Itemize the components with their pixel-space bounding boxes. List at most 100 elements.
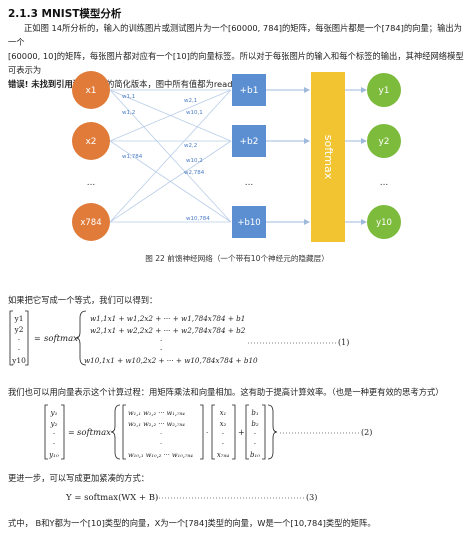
equation-1: y1 y2 · · y10 = softmax w1,1x1 + w1,2x2 … [9,310,349,366]
eq2-w-dot1: · [160,430,162,438]
section-title: 2.1.3 MNIST模型分析 [8,8,122,20]
output-ellipsis: ... [380,178,389,188]
text-equation-intro: 如果把它写成一个等式，我们可以得到： [8,295,158,305]
equation-2: y₁ y₂ · · y₁₀ = softmax w₁,₁ w₁,₂ ··· w₁… [44,404,372,460]
eq2-b-bracket-close [262,404,266,460]
eq1-lhs-y2: y2 [13,325,23,334]
weight-label: w10,784 [186,216,210,222]
eq1-lhs-dot2: · [18,345,20,354]
input-node-x1 [72,71,110,109]
text-vector-intro: 我们也可以用向量表示这个计算过程：用矩阵乘法和向量相加。这有助于提高计算效率。（… [8,387,444,397]
eq1-row-dot2: · [160,345,162,354]
output-node-y2 [367,124,401,158]
text-variable-description: 式中， B和Y都为一个[10]类型的向量，X为一个[784]类型的向量，W是一个… [8,518,376,528]
eq2-func: softmax [77,428,111,438]
intro-paragraph: 正如图 14所分析的，输入的训练图片或测试图片为一个[60000, 784]的矩… [8,21,466,91]
input-ellipsis: ... [87,178,96,188]
eq2-equals: = [68,428,75,437]
reference-error-text: 错误! 未找到引用源。 [8,79,90,89]
eq1-lhs-dot1: · [18,335,20,344]
eq2-b1: b₁ [251,409,258,417]
softmax-label: softmax [322,135,335,180]
eq2-lhs-dot1: · [53,429,55,438]
output-label-y2: y2 [378,137,389,147]
eq2-times: · [206,429,208,437]
eq1-lhs-y1: y1 [13,314,23,323]
eq2-brace-open [110,404,121,460]
eq1-equals: = [34,334,41,343]
weight-label: w10,1 [186,110,203,116]
input-node-x2 [72,122,110,160]
weight-label: w2,784 [184,170,205,176]
input-label-x1: x1 [85,86,96,96]
eq1-row-2: w2,1x1 + w2,2x2 + ··· + w2,784x784 + b2 [90,326,246,335]
bias-node-b2 [232,125,266,157]
eq1-lhs-y10: y10 [11,356,26,365]
eq1-number: (1) [338,338,349,347]
eq1-row-10: w10,1x1 + w10,2x2 + ··· + w10,784x784 + … [84,356,258,365]
eq2-b-bracket-open [245,404,249,460]
intro-line-3: 所示的简化版本，图中所有值都为read value。 [89,79,267,89]
input-label-x2: x2 [85,137,96,147]
eq2-lhs-bracket-close [61,404,65,460]
output-node-y10 [367,205,401,239]
text-compact-intro: 更进一步，可以写成更加紧凑的方式： [8,473,150,483]
bias-label-b1: +b1 [240,86,259,96]
eq2-x-bracket-close [232,404,236,460]
eq2-x2: x₂ [220,420,227,428]
weight-label: w1,784 [122,154,143,160]
eq2-b2: b₂ [251,420,258,428]
eq2-x1: x₁ [220,409,227,417]
output-node-y1 [367,73,401,107]
eq2-lhs-y2: y₂ [50,419,58,428]
eq2-x-bracket-open [211,404,215,460]
eq2-lhs-y10: y₁₀ [48,450,59,459]
eq1-left-bracket-open [9,310,13,366]
equation-3: Y = softmax(WX + B) (3) [65,492,317,503]
eq2-b-dot1: · [254,430,256,438]
eq1-row-1: w1,1x1 + w1,2x2 + ··· + w1,784x784 + b1 [90,314,245,323]
weight-label: w2,1 [184,98,197,104]
eq2-x784: x₇₈₄ [217,451,230,459]
eq2-plus: + [238,428,245,437]
eq1-row-dot1: · [160,336,162,345]
eq2-b-dot2: · [254,440,256,448]
eq2-x-dot2: · [222,440,224,448]
eq2-lhs-dot2: · [53,439,55,448]
edge-x1-b0 [109,89,232,142]
eq2-w-row1: w₁,₁ w₁,₂ ··· w₁,₇₈₄ [128,409,185,417]
weight-label: w2,2 [184,143,197,149]
output-label-y10: y10 [376,218,392,228]
eq3-formula: Y = softmax(WX + B) [65,492,158,503]
eq2-x-dot1: · [222,430,224,438]
intro-line-2: [60000, 10]的矩阵，每张图片都对应有一个[10]的向量标签。所以对于每… [8,51,464,75]
eq1-brace [75,310,87,366]
eq2-number: (2) [361,428,372,437]
edge-x2-b1 [109,140,232,223]
weight-labels: w1,1w2,1w10,1w1,2w2,2w10,2w1,784w2,784w1… [122,94,210,222]
eq1-left-bracket-close [25,310,29,366]
eq2-w-dot2: · [160,440,162,448]
softmax-bar [311,72,345,242]
eq2-w-row10: w₁₀,₁ w₁₀,₂ ··· w₁₀,₇₈₄ [128,451,193,459]
neural-network-diagram: w1,1w2,1w10,1w1,2w2,2w10,2w1,784w2,784w1… [72,71,401,242]
weight-label: w10,2 [186,158,203,164]
output-label-y1: y1 [378,86,389,96]
eq2-b10: b₁₀ [250,451,260,459]
eq2-w-bracket-open [122,404,126,460]
bias-label-b2: +b2 [240,137,259,147]
input-label-x784: x784 [80,218,101,228]
edge-x2-b0 [109,89,232,223]
eq1-func: softmax [44,334,78,344]
bias-label-b10: +b10 [237,218,260,228]
eq3-number: (3) [306,493,317,502]
figure-caption: 图 22 前馈神经网络（一个带有10个神经元的隐藏层） [145,254,329,263]
bias-node-b10 [232,206,266,238]
eq2-lhs-bracket-open [44,404,48,460]
intro-line-1: 正如图 14所分析的，输入的训练图片或测试图片为一个[60000, 784]的矩… [8,23,462,47]
weight-edges [109,89,232,223]
weight-label: w1,1 [122,94,135,100]
input-node-x784 [72,203,110,241]
eq2-lhs-y1: y₁ [50,408,58,417]
bias-node-b1 [232,74,266,106]
